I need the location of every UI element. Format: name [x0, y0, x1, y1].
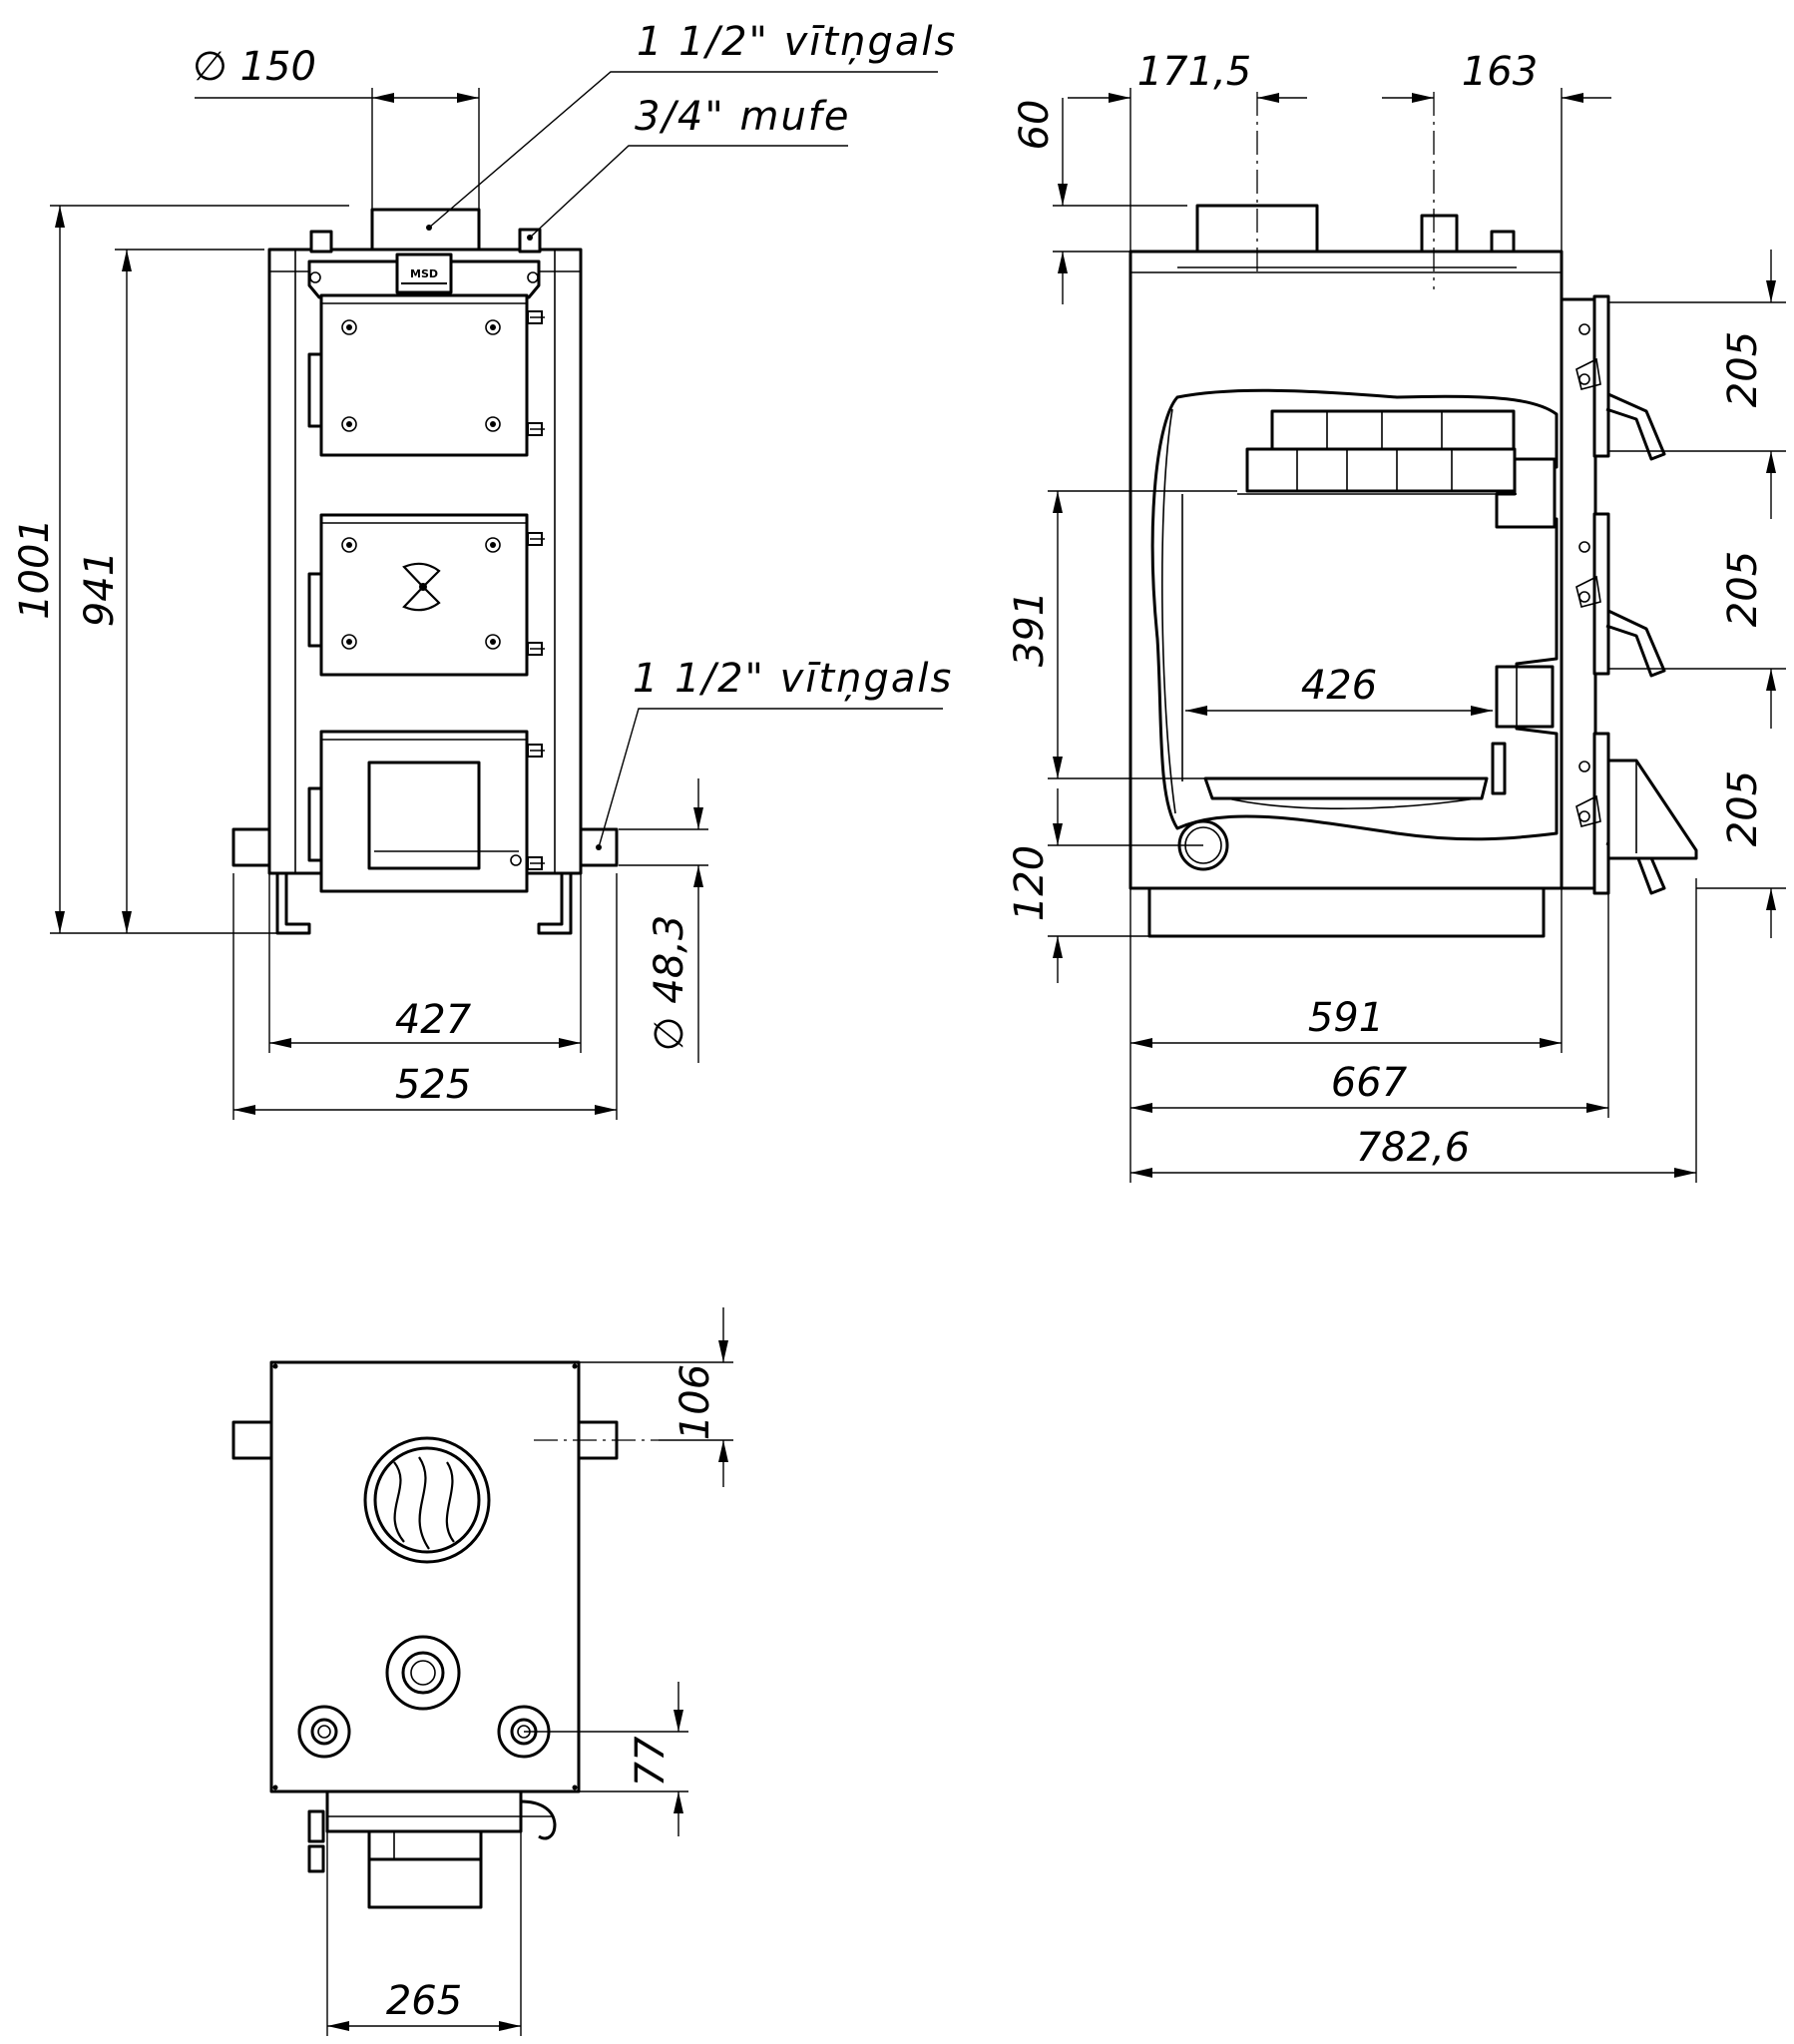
front-leg-left	[275, 873, 311, 935]
dim-port-offset: 77	[628, 1736, 673, 1787]
ash-door-front	[319, 730, 529, 893]
dim-door-pitch-2: 205	[1720, 551, 1766, 627]
flue-pipe	[370, 208, 481, 252]
dim-bottom-height: 120	[1007, 845, 1053, 921]
dim-pipe-diameter: ∅ 48,3	[647, 915, 692, 1052]
dim-door-pitch-1: 205	[1720, 331, 1766, 407]
left-side-pipe	[231, 827, 271, 867]
top-port-left	[297, 1705, 351, 1759]
dim-total-height: 1001	[12, 518, 58, 620]
front-leg-right	[537, 873, 573, 935]
top-view: 106 77 265	[231, 1307, 733, 2036]
front-view: MSD	[12, 19, 957, 1120]
dim-body-height: 941	[77, 551, 123, 627]
dim-door-pitch-3: 205	[1720, 770, 1766, 846]
dim-depth-total: 667	[1331, 1060, 1408, 1106]
dim-pipe-offset: 106	[673, 1364, 718, 1440]
label-nipple-side: 1 1/2" vītņgals	[633, 656, 953, 703]
dim-flue-offset: 171,5	[1137, 49, 1252, 95]
top-socket-left	[309, 230, 333, 254]
top-flue-opening	[363, 1436, 491, 1564]
side-door-latch-2	[1575, 512, 1666, 678]
brand-logo: MSD	[395, 253, 453, 294]
ash-shelf	[1606, 759, 1698, 860]
top-left-pipe	[231, 1420, 273, 1460]
dim-top-gap: 60	[1012, 100, 1058, 151]
side-top-socket-2	[1490, 230, 1516, 254]
side-base	[1147, 886, 1546, 938]
dim-total-width: 525	[395, 1062, 471, 1108]
label-socket: 3/4" mufe	[635, 94, 851, 140]
dim-chamber-depth: 426	[1301, 663, 1377, 709]
label-nipple-top: 1 1/2" vītņgals	[637, 19, 957, 66]
dim-socket-offset: 163	[1462, 49, 1538, 95]
dim-depth-body: 591	[1308, 995, 1384, 1041]
side-door-latch-1	[1575, 294, 1666, 461]
middle-channel	[1495, 665, 1555, 729]
air-regulator-icon	[402, 562, 441, 612]
grate	[1203, 776, 1489, 800]
ash-door-window	[367, 761, 481, 870]
firebrick-top	[1270, 409, 1516, 451]
top-ash-box	[367, 1857, 483, 1909]
dim-flue-diameter: ∅ 150	[193, 44, 316, 90]
dim-body-width: 427	[395, 997, 472, 1043]
heat-exchanger-top	[1245, 447, 1517, 493]
side-top-socket-1	[1420, 214, 1459, 254]
top-front-rail	[325, 1789, 523, 1833]
side-view: 171,5 163 60 391 426 120	[1007, 49, 1786, 1183]
boiler-body-top	[269, 1360, 581, 1793]
svg-text:MSD: MSD	[410, 267, 438, 280]
dim-bottom-width: 265	[386, 1978, 462, 2024]
dim-chamber-height: 391	[1007, 591, 1053, 667]
cutaway-boundary	[1150, 388, 1559, 841]
dim-depth-overall: 782,6	[1356, 1125, 1471, 1171]
top-center-socket	[385, 1635, 461, 1711]
